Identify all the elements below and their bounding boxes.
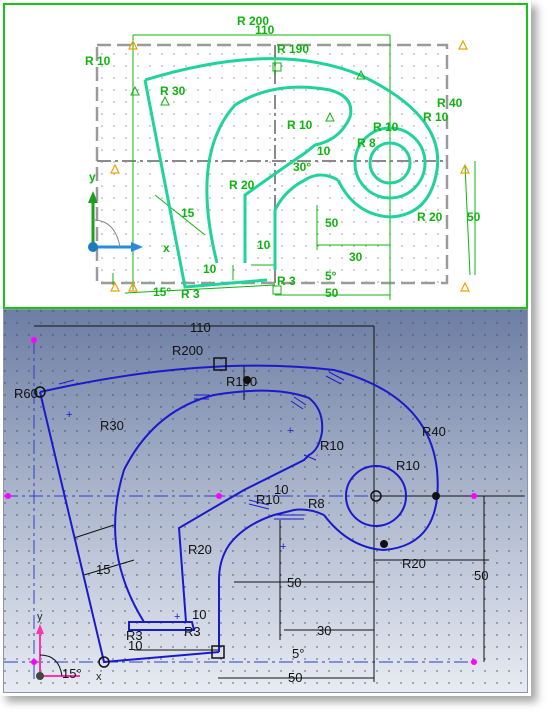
dim-label: 30	[317, 623, 331, 638]
dim-label: 15°	[153, 285, 171, 299]
dim-label: R30	[100, 418, 124, 433]
geometry-markers	[130, 62, 366, 295]
dim-label: R3	[126, 628, 143, 643]
dim-label: R60	[14, 386, 38, 401]
dim-label: R 10	[373, 120, 399, 134]
dim-label: 15	[181, 206, 195, 220]
dim-label: 50	[467, 210, 481, 224]
dim-label: 110	[255, 23, 275, 37]
dim-label: R20	[402, 556, 426, 571]
dim-label: 10	[257, 238, 271, 252]
bottom-dimension-labels: 110 R200 R60 R190 R30 R10 R40 R10 R10 10…	[14, 320, 488, 685]
dim-label: 30	[349, 250, 363, 264]
dim-label: R 10	[423, 110, 449, 124]
dim-label: R10	[320, 438, 344, 453]
dim-label: R 10	[85, 54, 111, 68]
grid	[97, 45, 447, 283]
dim-label: R 8	[357, 136, 376, 150]
dim-label: 50	[474, 568, 488, 583]
dim-label: 30°	[293, 160, 311, 174]
dim-label: R200	[172, 343, 203, 358]
top-dimension-labels: R 200 110 R 190 R 10 R 30 R 40 R 10 R 10…	[85, 14, 481, 301]
profile-curves	[143, 57, 440, 289]
svg-text:+: +	[174, 611, 180, 623]
dim-label: 10	[274, 482, 288, 497]
svg-text:+: +	[287, 425, 293, 437]
dim-label: 5°	[292, 646, 304, 661]
bottom-sketch-canvas[interactable]: + + + + y x 110 R200 R60 R190 R30	[4, 310, 529, 694]
bottom-sketch-panel[interactable]: + + + + y x 110 R200 R60 R190 R30	[3, 309, 529, 694]
dim-label: 50	[325, 216, 339, 230]
dim-label: R 190	[277, 42, 309, 56]
dim-label: R 40	[437, 96, 463, 110]
grid	[4, 310, 529, 694]
dim-label: R10	[256, 492, 280, 507]
axis-y-label: y	[89, 170, 96, 184]
dim-label: 10	[203, 262, 217, 276]
dim-label: 50	[288, 670, 302, 685]
screenshot-frame: y x R 200 110 R 190 R 10 R 30 R 40 R 10 …	[3, 3, 529, 694]
axis-x-label: x	[96, 671, 102, 683]
constraint-markers	[110, 39, 470, 292]
dim-label: R 20	[229, 178, 255, 192]
dim-label: R 20	[417, 210, 443, 224]
dim-label: R3	[184, 624, 201, 639]
profile-curves	[39, 364, 439, 664]
bounding-frame	[95, 43, 449, 285]
dim-label: 5°	[325, 269, 337, 283]
tangent-ticks	[58, 371, 345, 520]
dim-label: 50	[287, 575, 301, 590]
axis-x-label: x	[163, 241, 170, 255]
dim-label: 10	[192, 607, 206, 622]
top-sketch-panel[interactable]: y x R 200 110 R 190 R 10 R 30 R 40 R 10 …	[3, 3, 528, 309]
svg-text:+: +	[280, 541, 286, 553]
dim-label: R10	[396, 458, 420, 473]
top-sketch-canvas[interactable]: y x R 200 110 R 190 R 10 R 30 R 40 R 10 …	[5, 5, 530, 311]
dim-label: R40	[422, 424, 446, 439]
dim-label: 50	[325, 286, 339, 300]
dim-label: R 3	[181, 287, 200, 301]
constraint-markers	[5, 337, 477, 668]
axis-triad	[36, 624, 80, 680]
dim-label: R 30	[160, 84, 186, 98]
dim-label: 15	[96, 562, 110, 577]
dim-label: R 10	[287, 118, 313, 132]
dim-label: R20	[188, 542, 212, 557]
axis-y-label: y	[37, 611, 43, 623]
dim-label: 10	[317, 144, 331, 158]
axis-triad	[88, 191, 143, 252]
dim-label: R 3	[277, 274, 296, 288]
svg-text:+: +	[66, 409, 72, 421]
dim-label: 110	[190, 320, 211, 335]
dim-label: R 200	[237, 14, 269, 28]
dim-label: 15°	[62, 666, 82, 681]
center-crosses: + + + +	[66, 409, 293, 623]
dim-label: 10	[128, 638, 142, 653]
dim-label: R8	[308, 496, 325, 511]
dim-label: R190	[226, 374, 257, 389]
